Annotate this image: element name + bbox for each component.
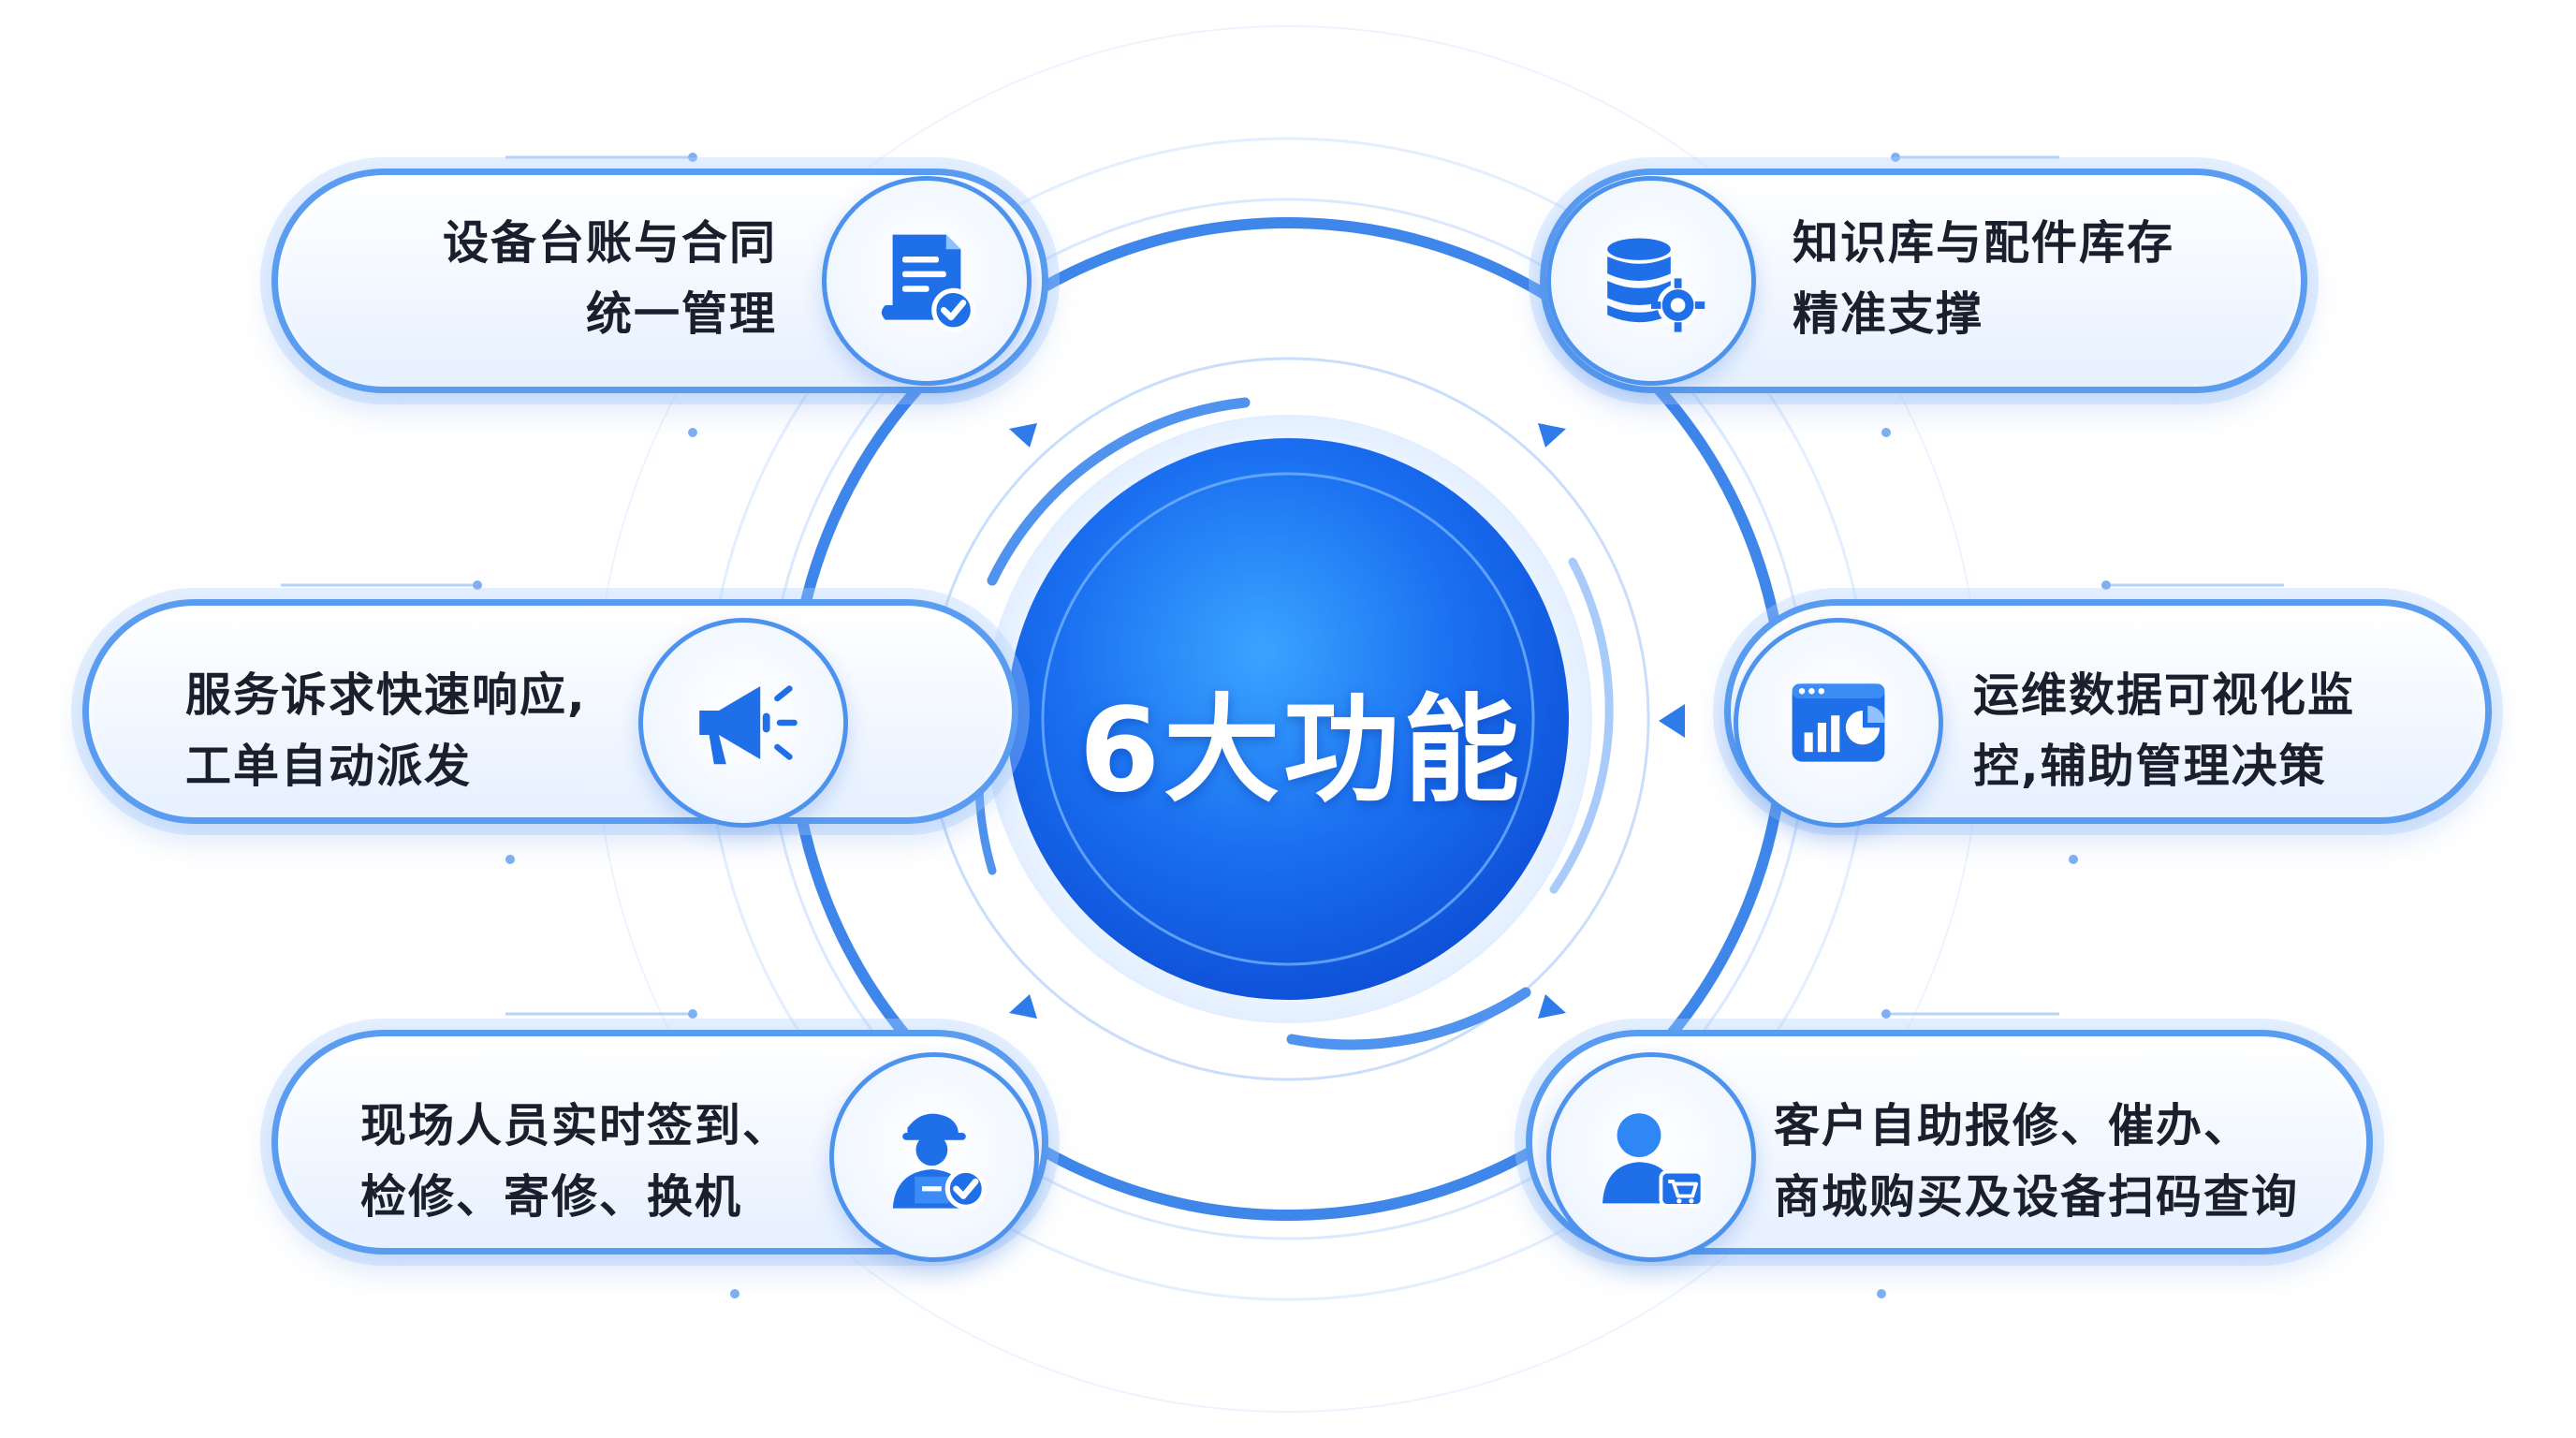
center-core [1007, 438, 1569, 1000]
feature-text-4: 运维数据可视化监 控,辅助管理决策 [1973, 660, 2460, 802]
feature-icon-circle-3 [638, 618, 848, 828]
feature-1-line1: 设备台账与合同 [442, 216, 777, 270]
feature-4-line2: 控,辅助管理决策 [1973, 740, 2327, 793]
technician-check-icon [892, 1113, 987, 1210]
dashboard-chart-icon [1792, 683, 1885, 762]
feature-3-line1: 服务诉求快速响应, [185, 668, 587, 722]
document-check-icon [881, 234, 975, 332]
feature-2-line1: 知识库与配件库存 [1793, 216, 2175, 270]
feature-icon-circle-5 [829, 1052, 1039, 1262]
feature-text-5: 现场人员实时签到、 检修、寄修、换机 [360, 1091, 810, 1233]
feature-6-line2: 商城购买及设备扫码查询 [1774, 1170, 2300, 1224]
feature-text-1: 设备台账与合同 统一管理 [356, 208, 777, 350]
center-title: 6大功能 [1078, 683, 1524, 818]
feature-text-3: 服务诉求快速响应, 工单自动派发 [185, 660, 635, 802]
feature-text-2: 知识库与配件库存 精准支撑 [1793, 208, 2279, 350]
feature-3-line2: 工单自动派发 [185, 740, 473, 793]
feature-card-service [82, 599, 1018, 824]
feature-5-line1: 现场人员实时签到、 [360, 1099, 791, 1152]
feature-6-line1: 客户自助报修、催办、 [1774, 1099, 2252, 1152]
feature-2-line2: 精准支撑 [1793, 287, 1984, 341]
megaphone-icon [699, 685, 798, 765]
feature-1-line2: 统一管理 [585, 287, 777, 341]
feature-4-line1: 运维数据可视化监 [1973, 668, 2356, 722]
database-gear-icon [1607, 238, 1705, 332]
feature-icon-circle-4 [1734, 618, 1943, 828]
feature-5-line2: 检修、寄修、换机 [360, 1170, 743, 1224]
feature-icon-circle-1 [822, 176, 1032, 386]
feature-icon-circle-2 [1546, 176, 1756, 386]
feature-text-6: 客户自助报修、催办、 商城购买及设备扫码查询 [1774, 1091, 2335, 1233]
feature-icon-circle-6 [1546, 1052, 1756, 1262]
user-cart-icon [1603, 1113, 1705, 1208]
